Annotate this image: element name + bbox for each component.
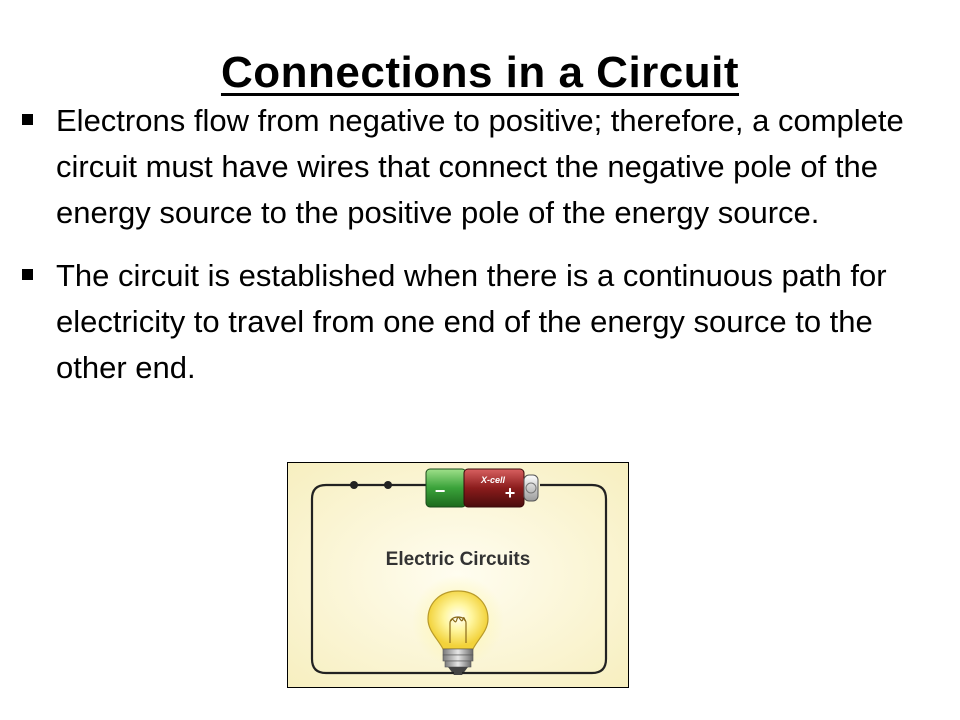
switch-contact-icon: [350, 481, 358, 489]
slide-title: Connections in a Circuit: [220, 48, 740, 98]
switch-contact-icon: [384, 481, 392, 489]
bullet-list: Electrons flow from negative to positive…: [20, 98, 950, 408]
bullet-text: Electrons flow from negative to positive…: [56, 103, 904, 230]
square-bullet-icon: [22, 114, 33, 125]
circuit-illustration: X-cell − + Electric Circuits: [287, 462, 629, 688]
positive-terminal-symbol: +: [505, 483, 516, 503]
battery-icon: X-cell − +: [425, 468, 539, 508]
bullet-item: The circuit is established when there is…: [20, 253, 950, 391]
square-bullet-icon: [22, 269, 33, 280]
wire-right: [480, 483, 608, 675]
battery-label: X-cell: [480, 475, 506, 485]
circuit-diagram: X-cell − + Electric Circuits: [288, 463, 628, 687]
bullet-item: Electrons flow from negative to positive…: [20, 98, 950, 236]
light-bulb-icon: [412, 575, 504, 675]
figure-caption: Electric Circuits: [386, 549, 531, 570]
negative-terminal-symbol: −: [435, 481, 446, 501]
wire-left: [310, 483, 436, 675]
bullet-text: The circuit is established when there is…: [56, 258, 887, 385]
